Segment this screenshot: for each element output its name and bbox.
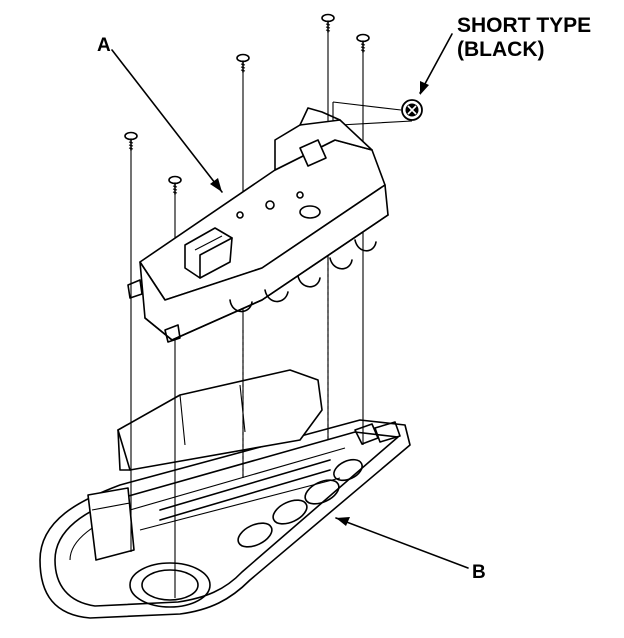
callout-short-type: SHORT TYPE (BLACK) bbox=[419, 14, 591, 95]
screw-icon bbox=[168, 175, 182, 195]
short-screw-head-icon bbox=[401, 99, 423, 121]
black-label: (BLACK) bbox=[457, 38, 544, 61]
screw-icon bbox=[356, 33, 370, 53]
label-b: B bbox=[472, 562, 486, 583]
screw-icon bbox=[124, 131, 138, 151]
base-panel-b bbox=[39, 369, 411, 619]
switch-module-a bbox=[127, 107, 389, 343]
screw-icon bbox=[236, 53, 250, 73]
callout-a: A bbox=[97, 35, 223, 193]
screw-guide-lines bbox=[130, 32, 364, 598]
short-type-label: SHORT TYPE bbox=[457, 14, 591, 37]
screw-icon bbox=[321, 13, 335, 33]
callout-b: B bbox=[335, 517, 486, 583]
label-a: A bbox=[97, 35, 111, 56]
